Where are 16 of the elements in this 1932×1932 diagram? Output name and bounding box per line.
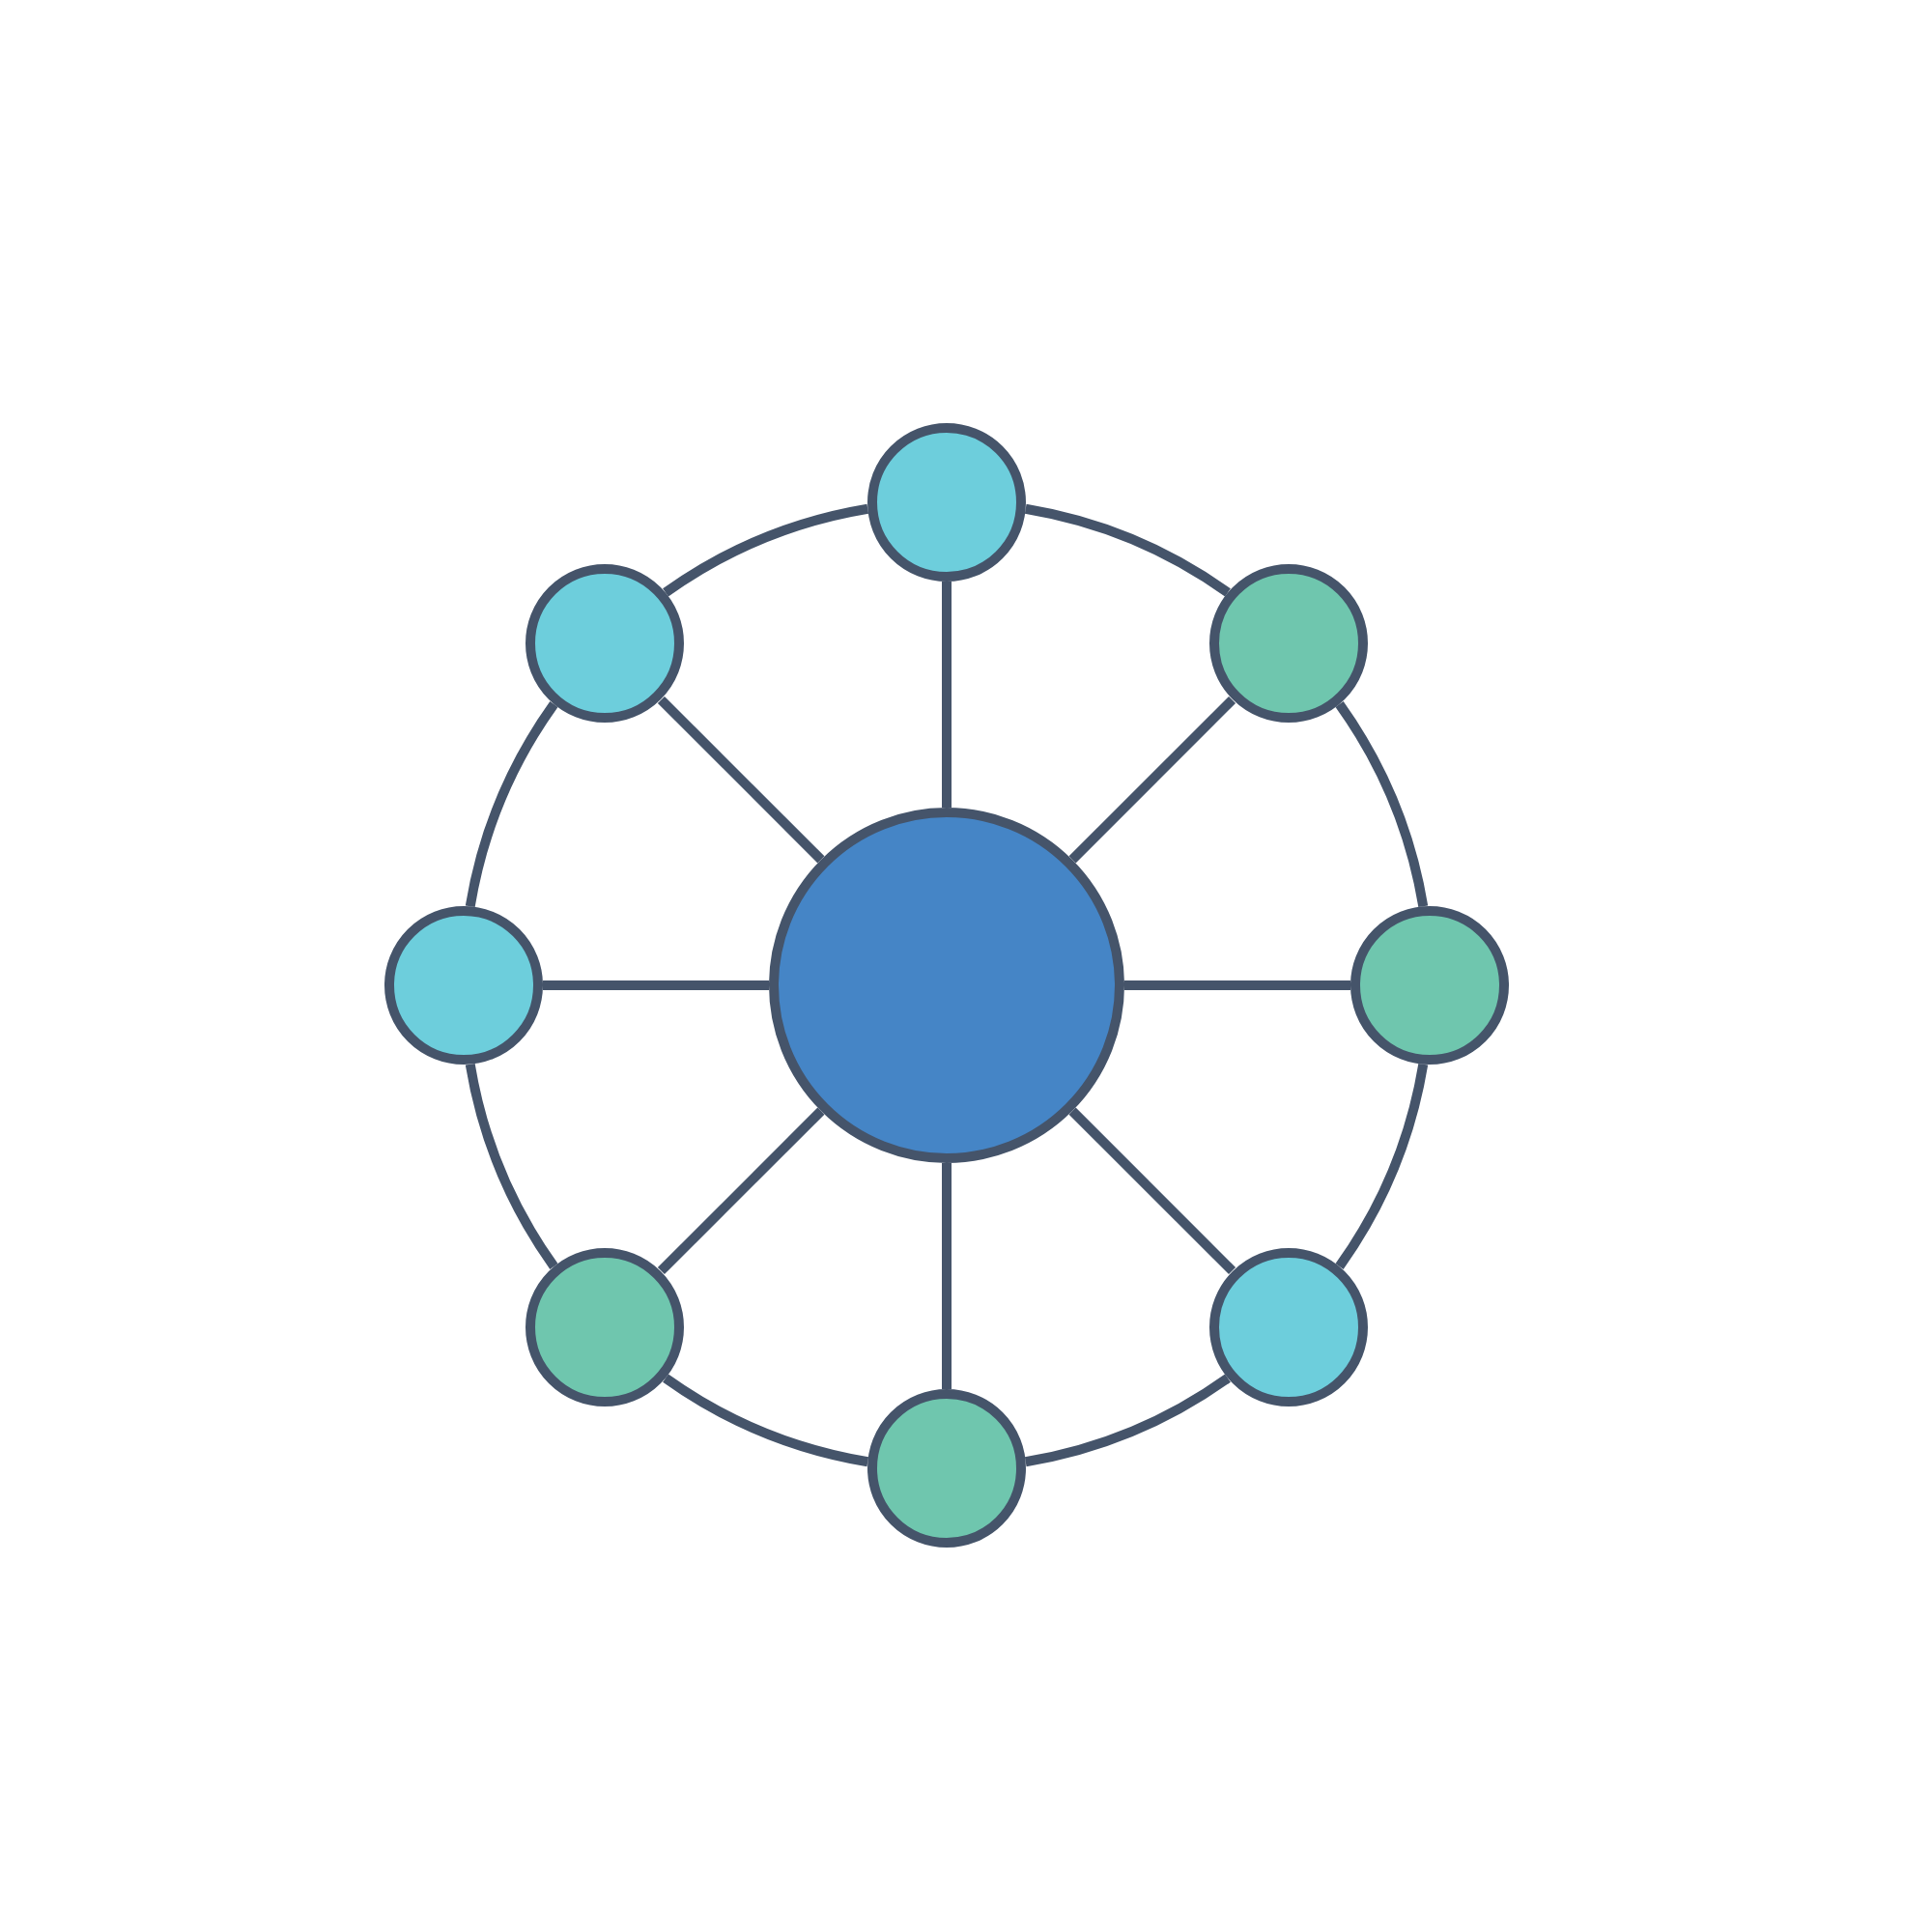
ring-arc [1024,503,1231,597]
ring-arc [1024,1374,1231,1467]
ring-arc [1335,701,1429,908]
spoke-line [1124,980,1350,990]
ring-arc [663,1374,869,1467]
spoke-line [1068,1107,1236,1275]
spoke-line [1068,696,1236,864]
ring-arc [465,1063,558,1269]
ring-arc [465,701,558,908]
ring-arc [663,503,869,597]
ring-arc [1335,1063,1429,1269]
spoke-line [657,696,825,864]
spoke-line [942,1163,952,1389]
spoke-line [543,980,769,990]
spoke-line [942,582,952,808]
spoke-line [657,1107,825,1275]
